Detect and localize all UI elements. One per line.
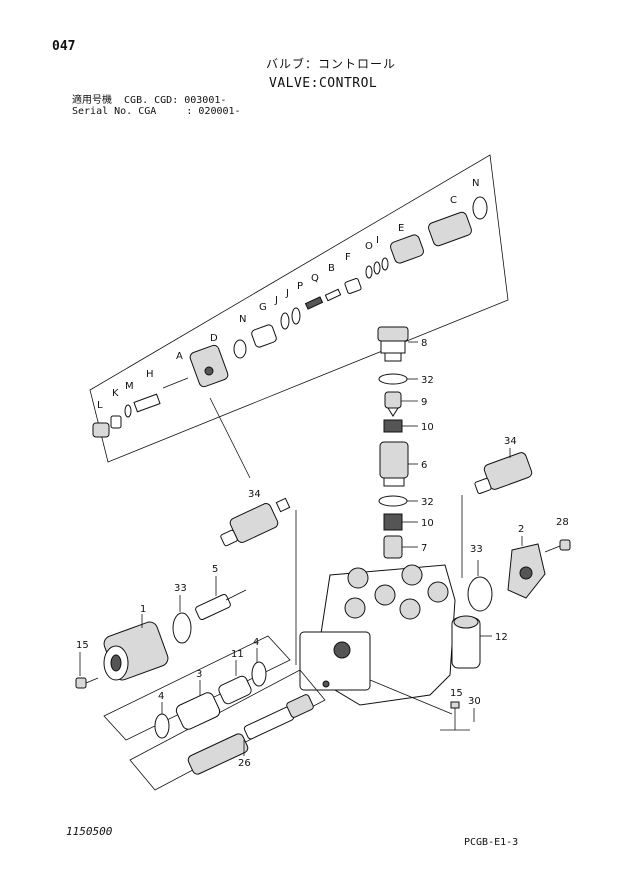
callout-n-1: N xyxy=(239,314,246,325)
callout-2: 2 xyxy=(518,524,524,535)
detail-part-o-rings xyxy=(365,257,389,279)
callout-4-b: 4 xyxy=(253,637,259,648)
callout-9: 9 xyxy=(421,397,427,408)
callout-b: B xyxy=(328,263,335,274)
callout-i: I xyxy=(376,235,379,246)
applicable-serial-line1: 適用号機 CGB. CGD: 003001- xyxy=(72,95,227,106)
part-26-spool xyxy=(187,694,314,775)
callout-n-2: N xyxy=(472,178,479,189)
callout-e: E xyxy=(398,223,404,234)
callout-j-2: J xyxy=(285,288,289,299)
detail-part-l xyxy=(92,422,110,438)
detail-panel-outline xyxy=(89,154,509,463)
callout-o: O xyxy=(365,241,373,252)
callout-15-left: 15 xyxy=(76,640,89,651)
part-15-bolt-left xyxy=(75,677,99,689)
callout-q: Q xyxy=(311,273,319,284)
callout-34-left: 34 xyxy=(248,489,261,500)
callout-3: 3 xyxy=(196,669,202,680)
callout-j: J xyxy=(274,295,278,306)
part-3-spring xyxy=(175,692,221,730)
callout-l: L xyxy=(97,400,103,411)
callout-h: H xyxy=(146,369,154,380)
callout-33-left: 33 xyxy=(174,583,187,594)
detail-part-e xyxy=(390,234,424,264)
detail-part-h-spring xyxy=(133,393,161,413)
callout-11: 11 xyxy=(231,649,244,660)
callout-10-a: 10 xyxy=(421,422,434,433)
footer-code-right: PCGB-E1-3 xyxy=(464,837,519,848)
footer-code-left: 1150500 xyxy=(66,825,113,838)
callout-34-right: 34 xyxy=(504,436,517,447)
detail-part-d-housing xyxy=(189,344,229,388)
detail-part-p xyxy=(291,307,301,325)
part-12-sleeve xyxy=(451,615,481,669)
detail-part-n-oring xyxy=(233,339,247,359)
page-number: 047 xyxy=(52,39,76,54)
callout-6: 6 xyxy=(421,460,427,471)
valve-body xyxy=(299,564,456,706)
callout-4-a: 4 xyxy=(158,691,164,702)
part-33-oring-left xyxy=(172,612,192,644)
detail-part-b xyxy=(324,288,342,302)
detail-part-g-spring xyxy=(251,324,277,348)
detail-part-j xyxy=(280,312,290,330)
detail-part-m xyxy=(124,404,132,418)
callout-p: P xyxy=(297,281,303,292)
callout-5: 5 xyxy=(212,564,218,575)
part-6-housing xyxy=(379,441,409,487)
callout-30: 30 xyxy=(468,696,481,707)
part-32-oring-upper xyxy=(378,373,408,385)
callout-32-a: 32 xyxy=(421,375,434,386)
detail-part-f xyxy=(344,278,362,294)
part-9-poppet xyxy=(384,391,402,417)
lower-panel-a xyxy=(103,635,291,741)
part-32-oring-lower xyxy=(378,495,408,507)
part-7-poppet xyxy=(383,535,403,559)
callout-1: 1 xyxy=(140,604,146,615)
page-title: VALVE:CONTROL xyxy=(269,76,378,91)
part-34-solenoid-right xyxy=(474,452,533,494)
part-15-bolt-right xyxy=(450,701,460,730)
part-8-fitting xyxy=(377,326,409,362)
callout-10-b: 10 xyxy=(421,518,434,529)
callout-a: A xyxy=(176,351,183,362)
detail-part-a-pin xyxy=(162,377,189,389)
part-4-washer-a xyxy=(154,713,170,739)
leader-bolt-axis xyxy=(369,679,453,715)
part-2-cover xyxy=(507,543,546,599)
callout-8: 8 xyxy=(421,338,427,349)
part-5-spool xyxy=(195,589,247,621)
part-33-oring-right xyxy=(467,576,493,612)
callout-f: F xyxy=(345,252,351,263)
callout-33-right: 33 xyxy=(470,544,483,555)
part-10-spring-upper xyxy=(383,419,403,433)
page-title-japanese: バルブ：コントロール xyxy=(266,57,397,71)
detail-part-k xyxy=(110,415,122,429)
callout-15-right: 15 xyxy=(450,688,463,699)
part-11-spring xyxy=(218,675,252,705)
part-34-solenoid-left xyxy=(220,497,291,547)
part-10-spring-lower xyxy=(383,513,403,531)
callout-k: K xyxy=(112,388,119,399)
lower-panel-b xyxy=(129,669,326,791)
callout-12: 12 xyxy=(495,632,508,643)
detail-part-c xyxy=(428,211,472,247)
callout-m: M xyxy=(125,381,134,392)
callout-28: 28 xyxy=(556,517,569,528)
callout-d: D xyxy=(210,333,218,344)
detail-part-n-oring-2 xyxy=(472,196,488,220)
callout-7: 7 xyxy=(421,543,427,554)
part-1-cap xyxy=(103,621,169,681)
callout-g: G xyxy=(259,302,267,313)
callout-32-b: 32 xyxy=(421,497,434,508)
part-28-bolt xyxy=(544,539,571,553)
callout-c: C xyxy=(450,195,457,206)
part-4-washer-b xyxy=(251,661,267,687)
callout-26: 26 xyxy=(238,758,251,769)
applicable-serial-line2: Serial No. CGA : 020001- xyxy=(72,106,241,117)
detail-leader-line xyxy=(209,397,251,479)
detail-part-q-spring xyxy=(304,296,324,310)
